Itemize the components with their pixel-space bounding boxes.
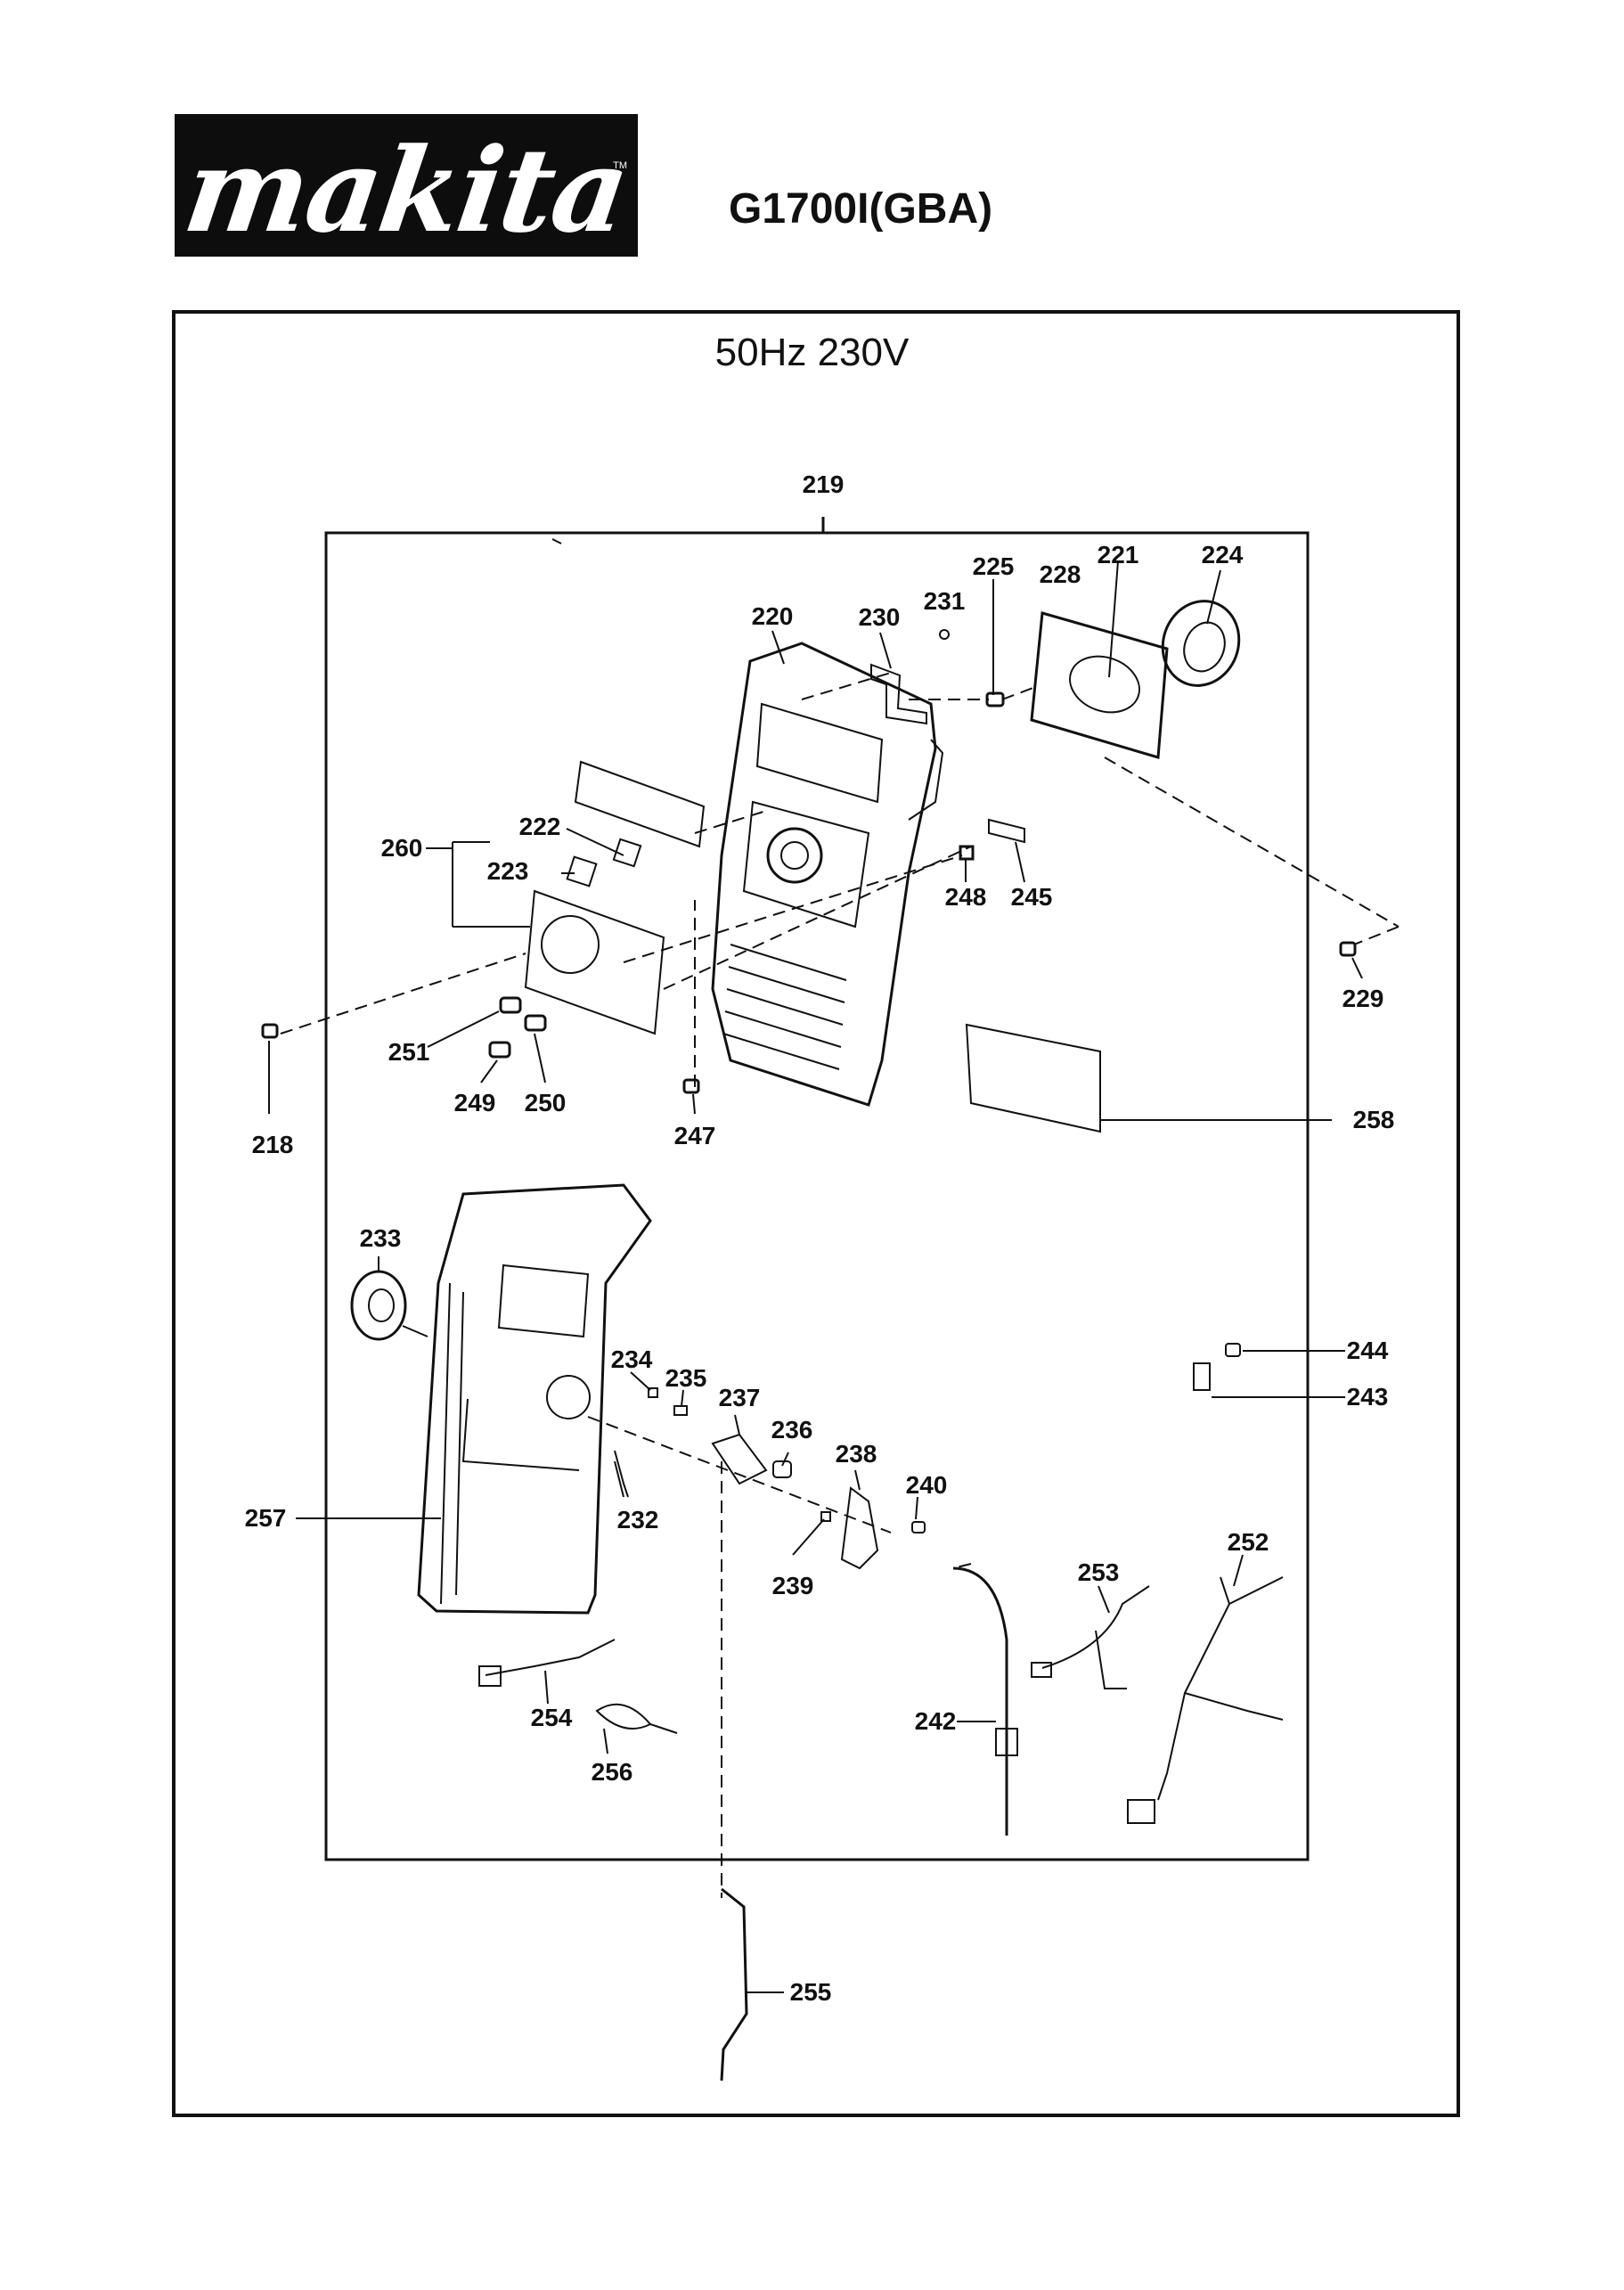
part-label-219: 219: [802, 470, 845, 498]
part-label-250: 250: [524, 1089, 567, 1116]
part-label-237: 237: [718, 1384, 761, 1411]
part-label-257: 257: [244, 1504, 287, 1532]
part-label-260: 260: [380, 834, 423, 862]
part-label-243: 243: [1346, 1383, 1389, 1411]
part-label-242: 242: [914, 1707, 957, 1735]
part-label-218: 218: [251, 1131, 294, 1158]
spec-title: 50Hz 230V: [714, 331, 910, 374]
part-label-245: 245: [1010, 883, 1053, 911]
rear-panel-shape: [417, 1183, 652, 1615]
part-label-233: 233: [359, 1224, 402, 1252]
part-label-251: 251: [388, 1038, 430, 1066]
part-label-238: 238: [835, 1440, 877, 1468]
part-label-225: 225: [972, 552, 1015, 580]
part-label-236: 236: [771, 1416, 813, 1444]
part-label-252: 252: [1227, 1528, 1269, 1556]
part-label-232: 232: [616, 1506, 659, 1533]
part-label-220: 220: [751, 602, 794, 630]
part-label-254: 254: [530, 1704, 573, 1731]
part-label-248: 248: [944, 883, 987, 911]
part-label-247: 247: [673, 1122, 716, 1149]
model-number: G1700I(GBA): [729, 185, 993, 233]
part-label-249: 249: [453, 1089, 496, 1116]
part-label-224: 224: [1201, 541, 1244, 568]
part-label-228: 228: [1039, 560, 1081, 588]
part-label-256: 256: [591, 1758, 633, 1786]
part-label-239: 239: [771, 1572, 814, 1599]
part-label-229: 229: [1342, 985, 1384, 1012]
decal-258-shape: [965, 1023, 1101, 1133]
part-label-258: 258: [1352, 1106, 1395, 1133]
brand-logo: makita TM: [175, 114, 638, 258]
part-label-240: 240: [905, 1471, 948, 1499]
part-label-235: 235: [665, 1364, 707, 1392]
part-label-253: 253: [1077, 1558, 1120, 1586]
part-label-223: 223: [486, 857, 529, 885]
part-label-255: 255: [789, 1978, 832, 2006]
front-panel-shape: [711, 642, 937, 1107]
part-label-231: 231: [923, 587, 966, 615]
part-label-234: 234: [610, 1345, 653, 1373]
assembly-219-frame: [324, 531, 1310, 1861]
trademark-mark: TM: [613, 160, 627, 171]
part-label-230: 230: [858, 603, 901, 631]
part-label-222: 222: [518, 813, 561, 840]
diagram-frame: [172, 310, 1460, 2117]
part-label-221: 221: [1097, 541, 1139, 568]
part-label-244: 244: [1346, 1337, 1389, 1364]
